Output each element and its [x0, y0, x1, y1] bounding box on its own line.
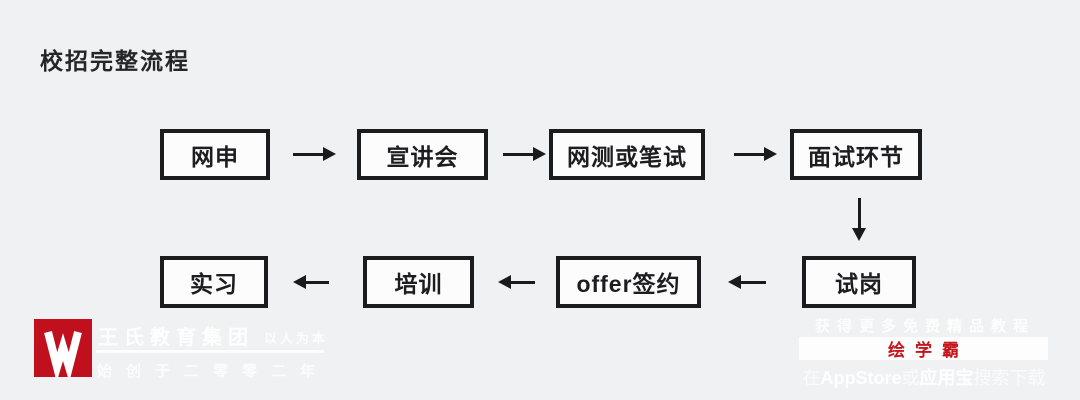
flow-arrow-down — [852, 198, 866, 241]
page-title: 校招完整流程 — [40, 48, 190, 74]
flow-arrow-right-2 — [503, 147, 546, 161]
company-slogan: 以人为本 — [264, 331, 329, 346]
company-name: 王氏教育集团 — [98, 327, 254, 349]
flow-arrow-left-3 — [293, 275, 329, 289]
promo-tagline: 获得更多免费精品教程 — [814, 318, 1035, 335]
flow-box-interview: 面试环节 — [790, 129, 922, 180]
company-founded: 始创于二零零二年 — [97, 363, 330, 380]
flow-box-trial-post: 试岗 — [802, 256, 916, 308]
promo-seg-search: 搜索下载 — [973, 368, 1046, 388]
flow-box-internship: 实习 — [160, 256, 268, 308]
promo-seg-zai: 在 — [802, 368, 821, 388]
promo-seg-appstore: AppStore — [820, 368, 902, 388]
flow-box-online-application: 网申 — [160, 129, 270, 180]
flow-arrow-left-1 — [728, 275, 766, 289]
brand-divider — [96, 350, 324, 353]
company-logo — [34, 319, 92, 377]
flow-arrow-right-1 — [293, 147, 336, 161]
flow-box-online-or-written-test: 网测或笔试 — [549, 129, 705, 180]
flow-box-training: 培训 — [363, 256, 474, 308]
flow-arrow-left-2 — [498, 275, 535, 289]
flow-box-offer-signing: offer签约 — [556, 256, 701, 308]
promo-app-strip: 绘学霸 — [799, 337, 1048, 360]
flow-arrow-right-3 — [734, 147, 777, 161]
promo-download-hint: 在AppStore或应用宝搜索下载 — [790, 364, 1058, 390]
promo-app-name: 绘学霸 — [888, 341, 969, 360]
flow-box-info-session: 宣讲会 — [357, 129, 488, 180]
promo-seg-yingyongbao: 应用宝 — [919, 368, 974, 388]
promo-seg-or: 或 — [901, 368, 920, 388]
logo-w-icon — [34, 319, 92, 377]
